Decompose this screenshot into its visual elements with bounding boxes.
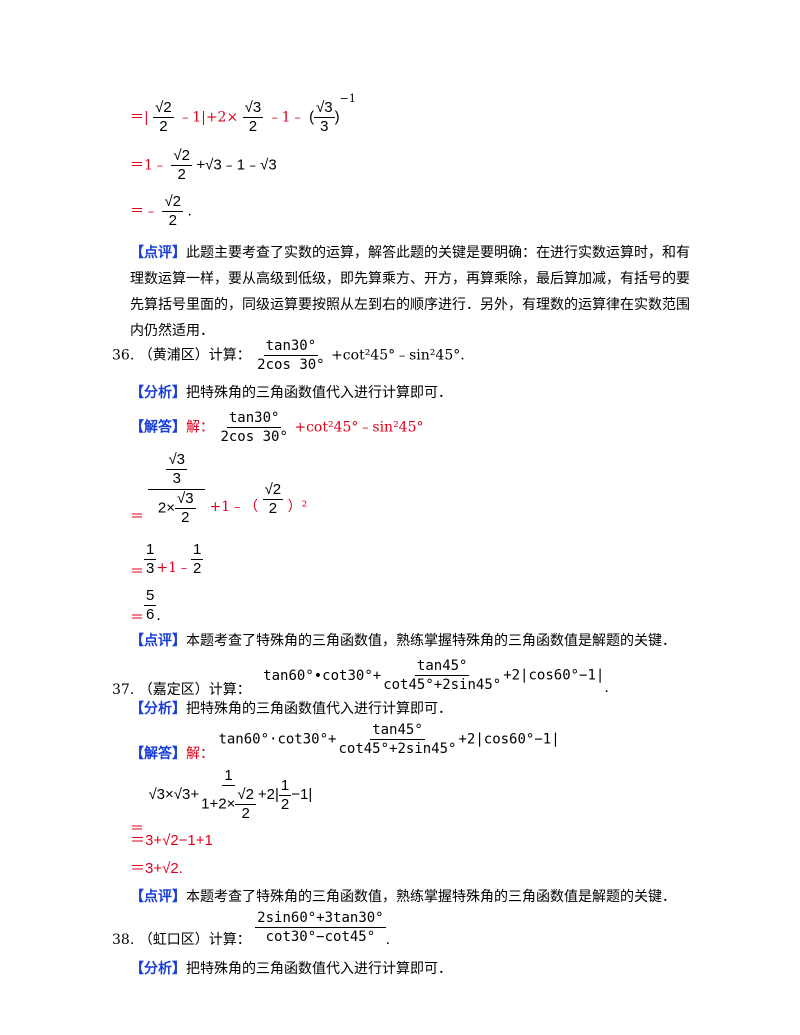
review-text: 本题考查了特殊角的三角函数值，熟练掌握特殊角的三角函数值是解题的关键． <box>186 889 676 905</box>
s37-step2: ＝3+√2−1+1 <box>130 832 213 849</box>
text: −1| <box>291 786 313 803</box>
text: +cot²45°﹣sin²45° <box>294 419 424 436</box>
paren-open: ( <box>309 108 315 126</box>
analysis-tag: 【分析】 <box>130 385 186 401</box>
s38-question: 38. （虹口区）计算： 2sin60°+3tan30°cot30°−cot45… <box>112 910 391 948</box>
paren-close: ) <box>334 108 340 126</box>
answer-lead: 解： <box>186 745 214 762</box>
s37-analysis: 【分析】把特殊角的三角函数值代入进行计算即可． <box>130 700 452 718</box>
text: √3×√3+ <box>148 786 200 803</box>
text: +√3﹣1﹣√3 <box>196 156 277 174</box>
review-tag: 【点评】 <box>130 633 186 649</box>
s37-review: 【点评】本题考查了特殊角的三角函数值，熟练掌握特殊角的三角函数值是解题的关键． <box>130 888 676 906</box>
text: tan60°•cot30°+ <box>263 667 382 684</box>
s36-review: 【点评】本题考查了特殊角的三角函数值，熟练掌握特殊角的三角函数值是解题的关键． <box>130 632 676 650</box>
equals: ＝| <box>130 109 149 126</box>
fraction: tan45°cot45°+2sin45° <box>383 658 502 693</box>
answer-tag: 【解答】 <box>130 419 186 436</box>
equals: ＝ <box>130 509 144 525</box>
problem-source: （黄浦区）计算： <box>138 347 251 364</box>
s36-analysis: 【分析】把特殊角的三角函数值代入进行计算即可． <box>130 384 452 402</box>
analysis-tag: 【分析】 <box>130 961 186 977</box>
problem-source: （虹口区）计算： <box>138 931 251 948</box>
s38-analysis: 【分析】把特殊角的三角函数值代入进行计算即可． <box>130 960 452 978</box>
text: ﹣1|+2× <box>178 109 239 126</box>
analysis-text: 把特殊角的三角函数值代入进行计算即可． <box>186 385 452 401</box>
problem-source: （嘉定区）计算： <box>138 681 251 698</box>
text: ）² <box>287 499 308 515</box>
problem-number: 36. <box>112 347 135 364</box>
s36-question: 36. （黄浦区）计算： tan30°2cos 30° +cot²45°﹣sin… <box>112 338 465 373</box>
fraction: tan30°2cos 30° <box>257 338 325 373</box>
s35-review: 【点评】此题主要考查了实数的运算，解答此题的关键是要明确：在进行实数运算时，和有… <box>130 240 690 344</box>
fraction: tan45°cot45°+2sin45° <box>338 722 457 757</box>
text: +1﹣（ <box>209 499 259 515</box>
s37-answer: 【解答】解： tan60°·cot30°+tan45°cot45°+2sin45… <box>130 722 560 762</box>
exponent: −1 <box>339 91 356 105</box>
equals: ＝﹣ <box>130 203 158 220</box>
review-text: 本题考查了特殊角的三角函数值，熟练掌握特殊角的三角函数值是解题的关键． <box>186 633 676 649</box>
text: +cot²45°﹣sin²45°. <box>331 347 465 364</box>
s36-answer: 【解答】解： tan30°2cos 30° +cot²45°﹣sin²45° <box>130 410 424 445</box>
review-tag: 【点评】 <box>130 889 186 905</box>
equals: ＝ <box>130 563 144 580</box>
text: tan60°·cot30°+ <box>218 731 337 748</box>
analysis-tag: 【分析】 <box>130 701 186 717</box>
analysis-text: 把特殊角的三角函数值代入进行计算即可． <box>186 701 452 717</box>
problem-number: 37. <box>112 681 135 698</box>
fraction: 2sin60°+3tan30°cot30°−cot45° <box>255 910 386 945</box>
review-tag: 【点评】 <box>130 245 186 261</box>
equals: ＝ <box>130 821 144 837</box>
text: +2| <box>257 786 279 803</box>
problem-number: 38. <box>112 931 135 948</box>
s37-question: 37. （嘉定区）计算： tan60°•cot30°+tan45°cot45°+… <box>112 658 609 698</box>
equals: ＝ <box>130 609 144 626</box>
equals: ＝1﹣ <box>130 157 167 174</box>
analysis-text: 把特殊角的三角函数值代入进行计算即可． <box>186 961 452 977</box>
text: ﹣1﹣ <box>267 109 305 126</box>
fraction: tan30°2cos 30° <box>220 410 288 445</box>
review-text: 此题主要考查了实数的运算，解答此题的关键是要明确：在进行实数运算时，和有理数运算… <box>130 245 690 339</box>
answer-tag: 【解答】 <box>130 745 186 762</box>
text: +2|cos60°−1| <box>503 667 605 684</box>
answer-lead: 解： <box>186 419 214 436</box>
s37-step3: ＝3+√2. <box>130 860 183 877</box>
text: +2|cos60°−1| <box>458 731 560 748</box>
text: +1﹣ <box>156 559 191 576</box>
